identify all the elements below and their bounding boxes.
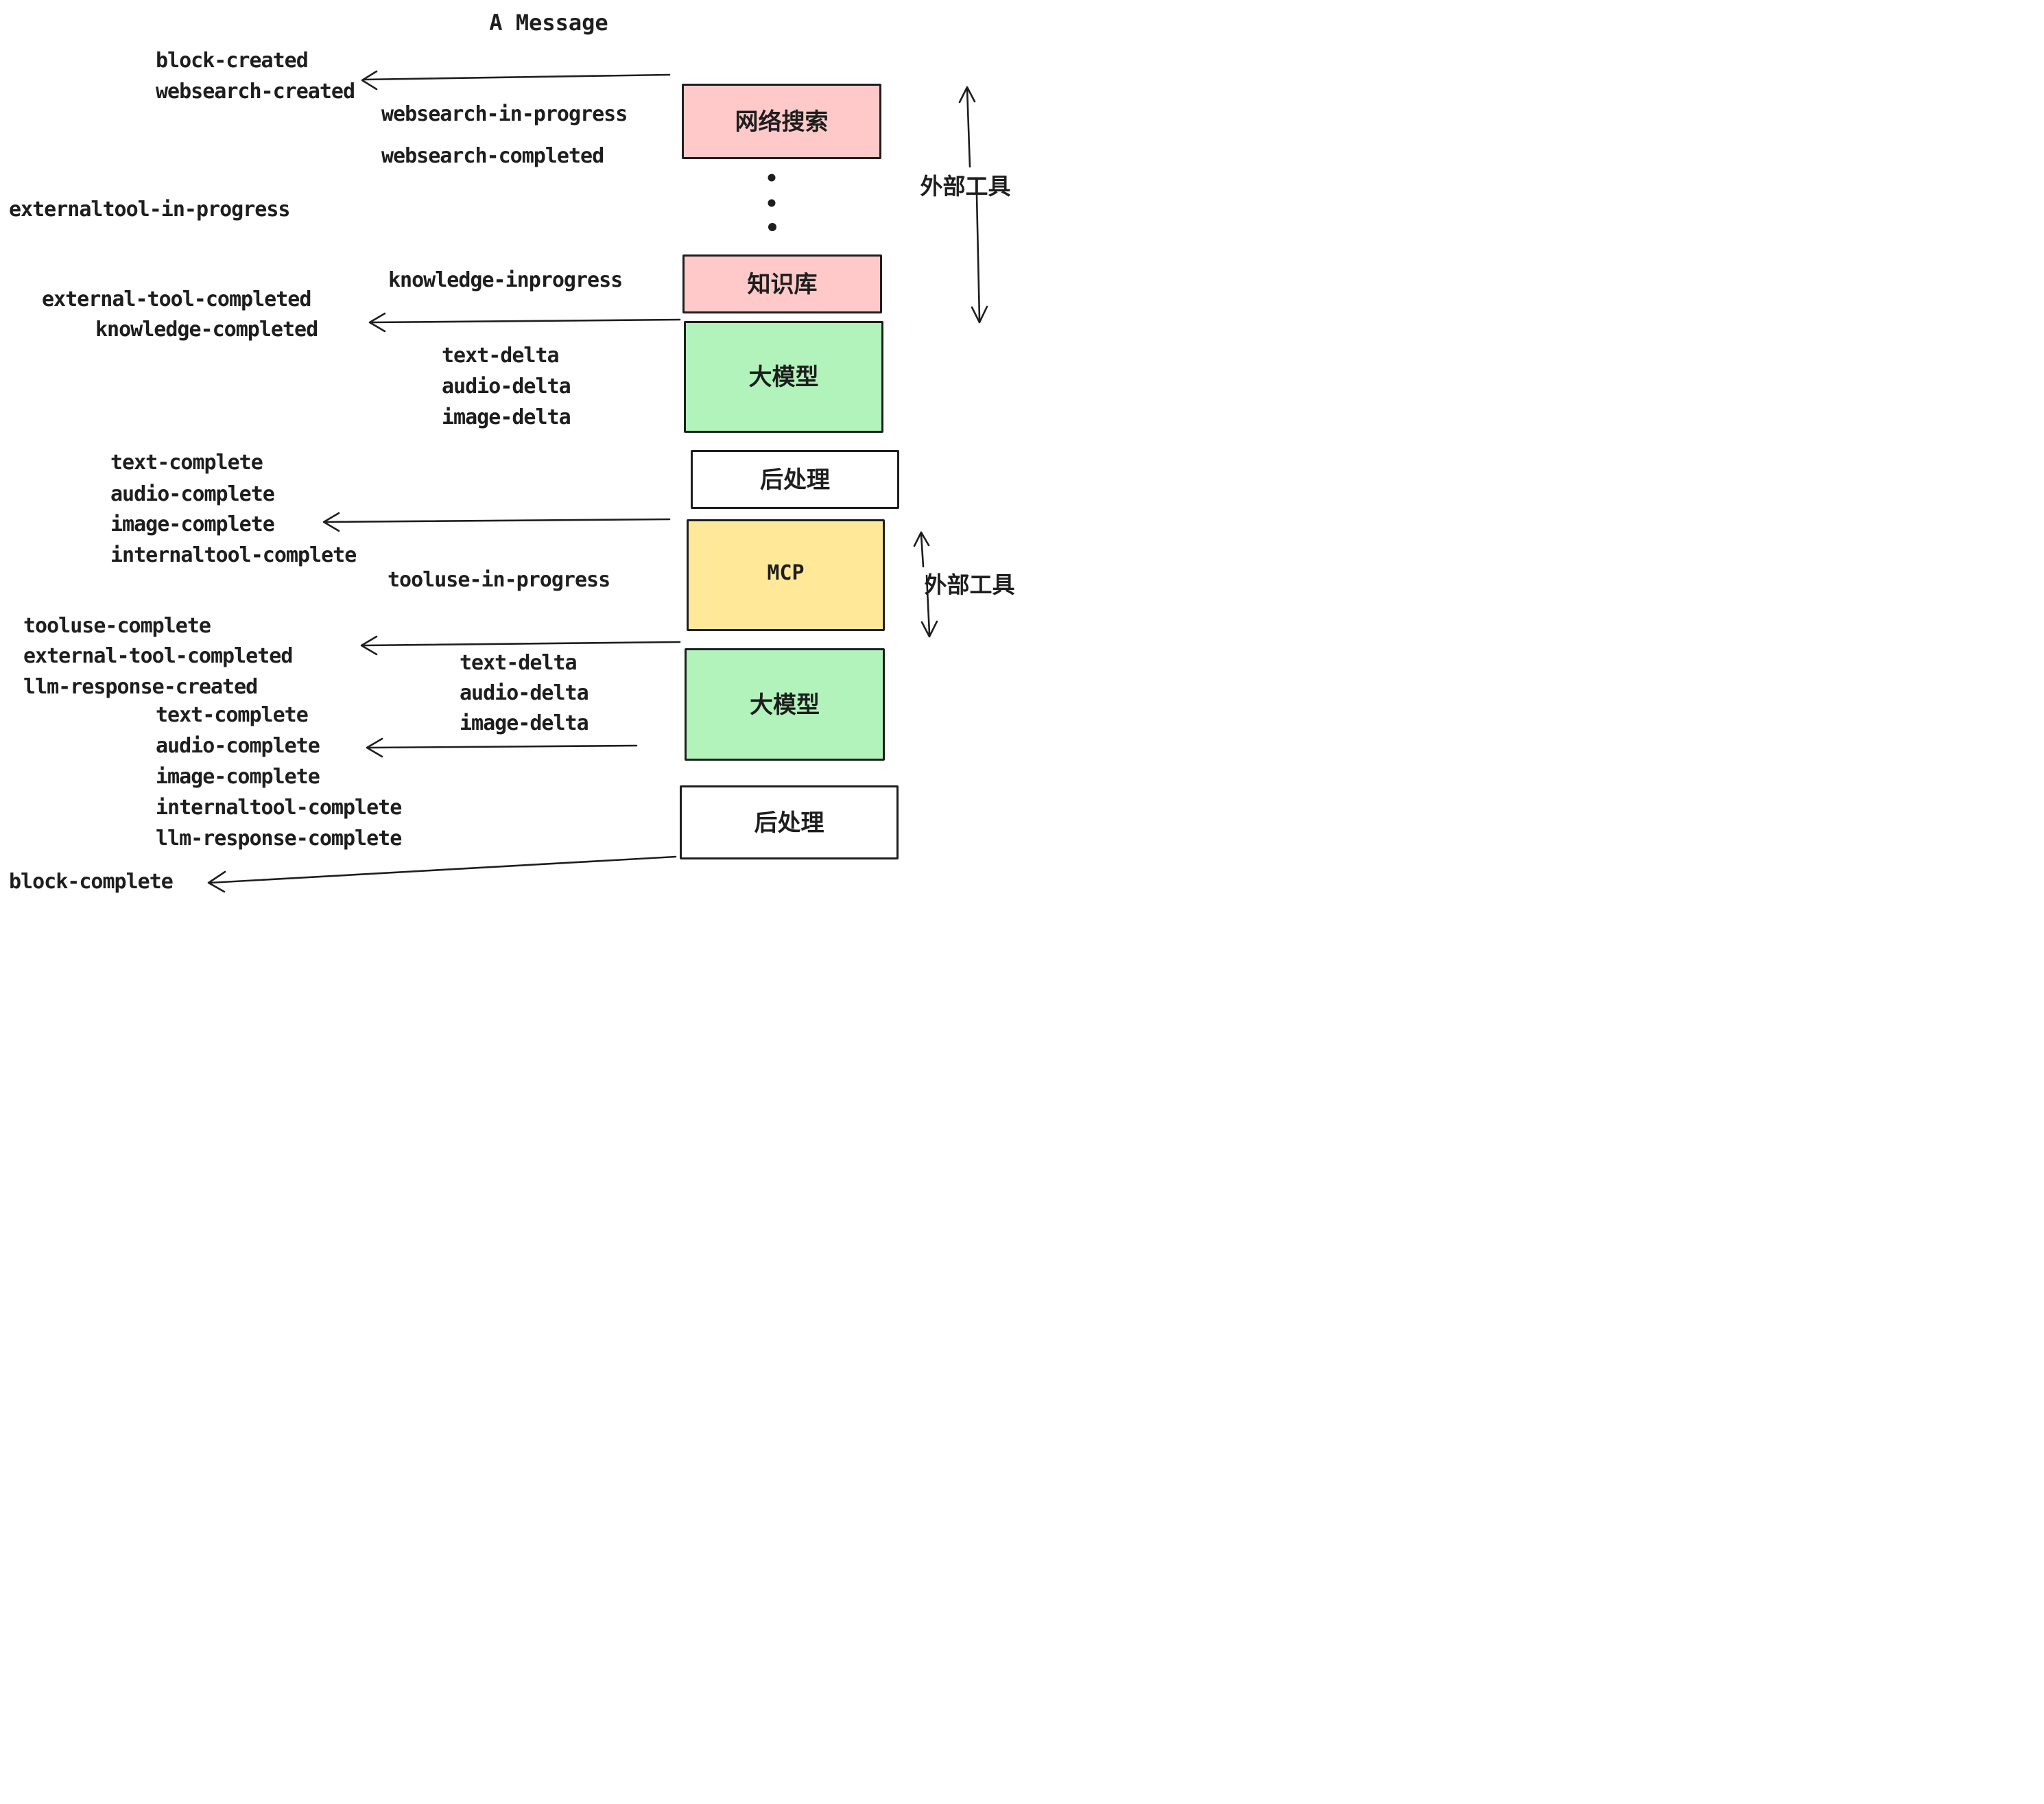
event-llm-response-complete: llm-response-complete — [156, 827, 402, 851]
event-block-created: block-created — [156, 49, 309, 73]
event-text-complete: text-complete — [110, 451, 263, 475]
ellipsis-dots — [768, 174, 776, 231]
event-websearch-in-progress: websearch-in-progress — [381, 102, 628, 126]
external-tools-label-bottom: 外部工具 — [924, 571, 1015, 598]
box-mcp: MCP — [687, 519, 885, 631]
event-internaltool-complete-2: internaltool-complete — [156, 796, 402, 820]
event-external-tool-completed: external-tool-completed — [42, 287, 311, 311]
arrow-block-complete — [207, 855, 677, 893]
event-image-delta-2: image-delta — [460, 711, 589, 735]
box-postprocess-2-label: 后处理 — [754, 809, 824, 837]
event-llm-response-created: llm-response-created — [23, 675, 258, 699]
arrow-external-tools-top-up — [958, 86, 976, 168]
event-knowledge-completed: knowledge-completed — [95, 318, 318, 342]
event-image-delta: image-delta — [442, 405, 571, 429]
event-audio-delta: audio-delta — [442, 375, 571, 399]
arrow-external-tools-top-down — [971, 193, 988, 324]
box-postprocess-2: 后处理 — [680, 785, 899, 859]
diagram-title: A Message — [489, 10, 608, 36]
box-llm-2: 大模型 — [685, 648, 885, 761]
box-llm-1-label: 大模型 — [748, 364, 819, 391]
event-knowledge-inprogress: knowledge-inprogress — [388, 268, 623, 292]
box-websearch-label: 网络搜索 — [735, 108, 829, 136]
event-websearch-completed: websearch-completed — [381, 144, 604, 168]
event-audio-complete: audio-complete — [110, 482, 275, 506]
external-tools-label-top: 外部工具 — [920, 173, 1011, 200]
box-websearch: 网络搜索 — [682, 84, 881, 159]
box-mcp-label: MCP — [767, 561, 805, 585]
event-external-tool-completed-2: external-tool-completed — [23, 644, 293, 668]
event-internaltool-complete: internaltool-complete — [110, 543, 357, 567]
box-knowledge-base: 知识库 — [682, 254, 882, 313]
event-websearch-created: websearch-created — [156, 80, 355, 104]
arrow-image-complete — [322, 512, 671, 532]
event-image-complete-2: image-complete — [156, 765, 320, 789]
event-tooluse-in-progress: tooluse-in-progress — [388, 568, 610, 592]
arrow-knowledge-completed — [368, 312, 681, 333]
arrow-audio-complete — [366, 737, 638, 758]
event-text-delta: text-delta — [442, 344, 560, 368]
message-flow-diagram: A Message block-created websearch-create… — [0, 0, 1022, 902]
event-tooluse-complete: tooluse-complete — [23, 614, 211, 638]
event-text-delta-2: text-delta — [460, 651, 578, 675]
box-postprocess-1: 后处理 — [691, 450, 899, 509]
event-audio-delta-2: audio-delta — [460, 681, 589, 705]
box-postprocess-1-label: 后处理 — [760, 466, 830, 494]
arrow-external-tools-bottom-up — [913, 531, 930, 568]
event-externaltool-in-progress: externaltool-in-progress — [9, 198, 290, 222]
event-block-complete: block-complete — [9, 870, 174, 894]
event-text-complete-2: text-complete — [156, 703, 309, 727]
event-audio-complete-2: audio-complete — [156, 734, 320, 758]
box-llm-1: 大模型 — [684, 321, 883, 433]
box-llm-2-label: 大模型 — [750, 691, 820, 719]
event-image-complete: image-complete — [110, 512, 275, 536]
arrow-websearch-created — [361, 70, 671, 91]
box-knowledge-base-label: 知识库 — [747, 270, 818, 298]
